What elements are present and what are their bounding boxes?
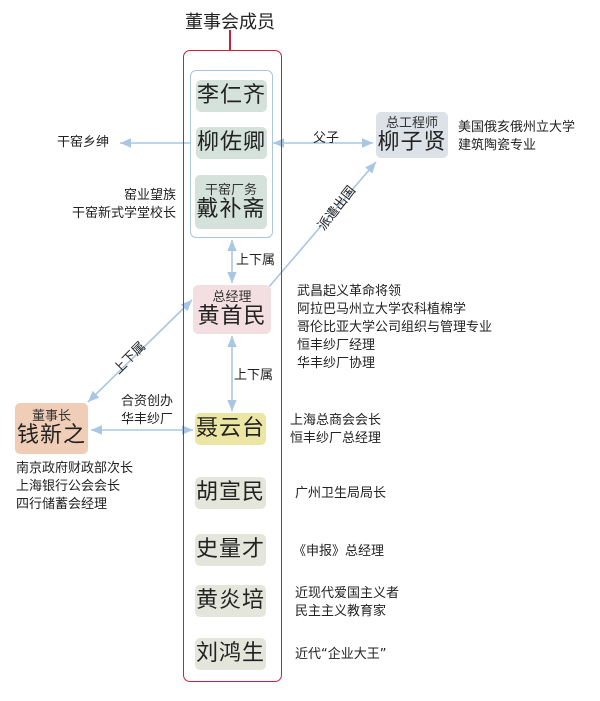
member-name: 刘鸿生 bbox=[195, 641, 265, 666]
member-li-renqi: 李仁齐 bbox=[196, 80, 267, 112]
member-name: 黄首民 bbox=[197, 304, 267, 329]
person-name: 柳子贤 bbox=[377, 129, 447, 155]
note-line: 华丰纱厂协理 bbox=[297, 356, 376, 371]
founder-group bbox=[190, 70, 273, 238]
note-liu-zixian: 美国俄亥俄州立大学 建筑陶瓷专业 bbox=[458, 119, 575, 155]
person-liu-zixian: 总工程师 柳子贤 bbox=[376, 112, 448, 158]
note-line: 建筑陶瓷专业 bbox=[458, 138, 537, 153]
member-name: 李仁齐 bbox=[196, 83, 266, 108]
note-line: 窑业望族 bbox=[123, 188, 176, 203]
label-line: 合资创办 bbox=[121, 394, 174, 409]
note-line: 阿拉巴马州立大学农科植棉学 bbox=[297, 302, 467, 317]
note-nie-yuntai: 上海总商会会长 恒丰纱厂总经理 bbox=[290, 412, 381, 448]
member-dai-buzhai: 干窑厂务 戴补斋 bbox=[195, 175, 267, 229]
note-line: 恒丰纱厂经理 bbox=[297, 338, 376, 353]
note-line: 美国俄亥俄州立大学 bbox=[458, 120, 576, 135]
label-joint-venture: 合资创办 华丰纱厂 bbox=[121, 393, 173, 429]
note-line: 近现代爱国主义者 bbox=[295, 586, 400, 601]
member-name: 黄炎培 bbox=[195, 588, 265, 613]
note-line: 武昌起义革命将领 bbox=[297, 284, 402, 299]
note-line: 上海银行公会会长 bbox=[16, 479, 121, 494]
member-hu-xuanmin: 胡宣民 bbox=[195, 477, 266, 509]
arrow-sent-abroad bbox=[267, 161, 377, 289]
note-line: 民主主义教育家 bbox=[295, 604, 387, 619]
note-line: 哥伦比亚大学公司组织与管理专业 bbox=[297, 320, 493, 335]
note-shi-liangcai: 《申报》总经理 bbox=[293, 544, 385, 559]
note-hu-xuanmin: 广州卫生局局长 bbox=[295, 486, 387, 501]
note-huang-yanpei: 近现代爱国主义者 民主主义教育家 bbox=[295, 585, 399, 621]
member-huang-yanpei: 黄炎培 bbox=[195, 585, 266, 617]
label-line: 华丰纱厂 bbox=[121, 412, 174, 427]
note-line: 南京政府财政部次长 bbox=[16, 461, 134, 476]
member-name: 柳佐卿 bbox=[196, 130, 266, 155]
board-container bbox=[183, 50, 282, 682]
note-liu-zuoqing: 干窑乡绅 bbox=[57, 135, 110, 150]
member-name: 聂云台 bbox=[195, 416, 265, 441]
member-name: 戴补斋 bbox=[196, 196, 266, 222]
note-huang-shoumin: 武昌起义革命将领 阿拉巴马州立大学农科植棉学 哥伦比亚大学公司组织与管理专业 恒… bbox=[297, 283, 492, 373]
note-line: 上海总商会会长 bbox=[290, 413, 382, 428]
member-name: 胡宣民 bbox=[195, 480, 265, 505]
arrow-huang-qian bbox=[87, 299, 193, 403]
member-huang-shoumin: 总经理 黄首民 bbox=[193, 285, 271, 334]
member-role: 总经理 bbox=[212, 290, 252, 305]
member-nie-yuntai: 聂云台 bbox=[195, 413, 266, 445]
label-father-son: 父子 bbox=[313, 131, 340, 146]
label-subordinate: 上下属 bbox=[236, 253, 276, 268]
person-qian-xinzhi: 董事长 钱新之 bbox=[15, 403, 88, 454]
member-role: 干窑厂务 bbox=[204, 182, 257, 198]
member-shi-liangcai: 史量才 bbox=[195, 534, 266, 566]
person-name: 钱新之 bbox=[16, 423, 86, 448]
person-role: 董事长 bbox=[31, 409, 71, 424]
note-liu-hongsheng: 近代“企业大王” bbox=[295, 647, 387, 662]
note-dai-buzhai: 窑业望族 干窑新式学堂校长 bbox=[72, 187, 176, 223]
member-name: 史量才 bbox=[195, 537, 265, 562]
member-liu-zuoqing: 柳佐卿 bbox=[196, 127, 267, 159]
page-title: 董事会成员 bbox=[185, 12, 275, 33]
note-line: 干窑新式学堂校长 bbox=[71, 206, 176, 221]
note-qian-xinzhi: 南京政府财政部次长 上海银行公会会长 四行储蓄会经理 bbox=[16, 460, 133, 514]
note-line: 四行储蓄会经理 bbox=[16, 497, 108, 512]
label-subordinate-lower: 上下属 bbox=[234, 368, 274, 383]
person-role: 总工程师 bbox=[385, 115, 438, 131]
note-line: 恒丰纱厂总经理 bbox=[290, 431, 382, 446]
member-liu-hongsheng: 刘鸿生 bbox=[195, 638, 266, 670]
